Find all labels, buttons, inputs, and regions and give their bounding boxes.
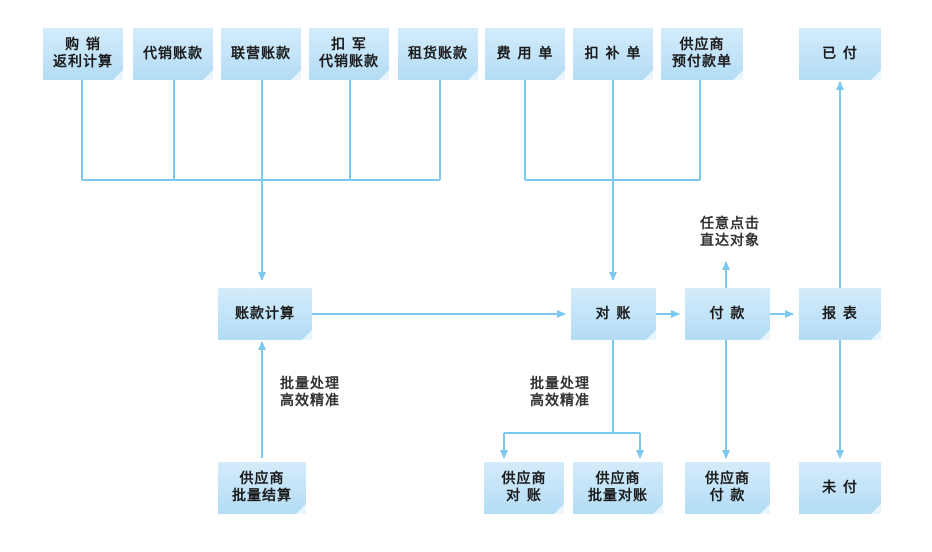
outcome-supplier-batch-reconcile[interactable]: 供应商 批量对账 (573, 462, 663, 514)
source-consign-account[interactable]: 代销账款 (133, 28, 213, 80)
source-prepay-bill[interactable]: 供应商 预付款单 (661, 28, 743, 80)
note-batch-right: 批量处理 高效精准 (530, 376, 590, 409)
note-direct-access: 任意点击 直达对象 (700, 216, 760, 249)
source-supplement-bill[interactable]: 扣 补 单 (573, 28, 653, 80)
source-deduct-consign[interactable]: 扣 军 代销账款 (309, 28, 389, 80)
process-payment[interactable]: 付 款 (685, 288, 770, 340)
outcome-supplier-reconcile[interactable]: 供应商 对 账 (484, 462, 564, 514)
outcome-paid[interactable]: 已 付 (799, 28, 881, 80)
process-reconcile[interactable]: 对 账 (571, 288, 656, 340)
outcome-supplier-payment[interactable]: 供应商 付 款 (685, 462, 770, 514)
note-batch-left: 批量处理 高效精准 (280, 376, 340, 409)
process-account-calc[interactable]: 账款计算 (218, 288, 312, 340)
outcome-unpaid[interactable]: 未 付 (799, 462, 881, 514)
source-purchase-rebate[interactable]: 购 销 返利计算 (43, 28, 123, 80)
process-report[interactable]: 报 表 (799, 288, 881, 340)
outcome-supplier-batch-settle[interactable]: 供应商 批量结算 (218, 462, 306, 514)
source-joint-account[interactable]: 联营账款 (221, 28, 301, 80)
source-rental-account[interactable]: 租货账款 (398, 28, 478, 80)
source-expense-bill[interactable]: 费 用 单 (485, 28, 565, 80)
